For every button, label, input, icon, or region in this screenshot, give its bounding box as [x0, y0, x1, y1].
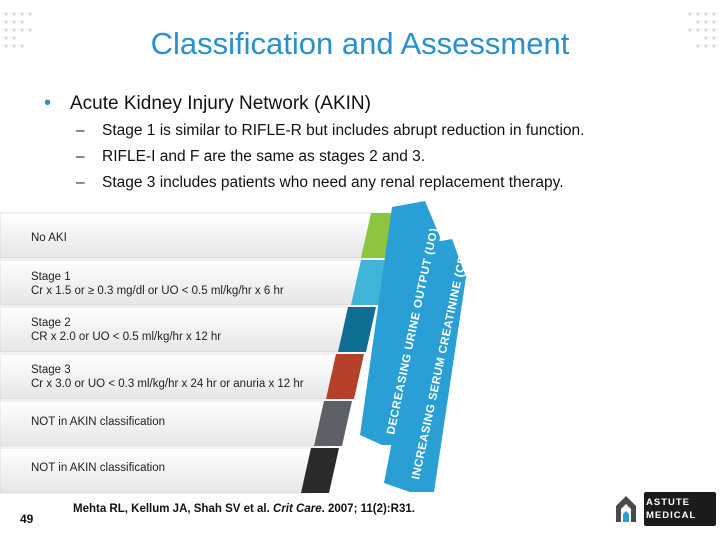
dash-icon: – — [76, 174, 85, 191]
sub-bullet-text: Stage 1 is similar to RIFLE-R but includ… — [102, 122, 585, 139]
stage-name: Stage 2 — [31, 317, 71, 329]
stage-name: NOT in AKIN classification — [31, 416, 166, 428]
decorative-dots-left — [4, 12, 32, 48]
stage-color-tab — [351, 260, 389, 305]
stage-row-label: Stage 2 CR x 2.0 or UO < 0.5 ml/kg/hr x … — [31, 316, 221, 344]
sub-bullet: –RIFLE-I and F are the same as stages 2 … — [76, 148, 425, 166]
main-bullet-text: Acute Kidney Injury Network (AKIN) — [70, 93, 371, 114]
stage-row-band — [0, 306, 351, 353]
serum-creatinine-arrow — [384, 239, 466, 492]
logo-line-1: ASTUTE — [646, 497, 690, 508]
stage-row-band — [0, 353, 339, 400]
stage-row-band — [0, 400, 327, 447]
stage-criteria: Cr x 3.0 or UO < 0.3 ml/kg/hr x 24 hr or… — [31, 378, 304, 390]
logo-line-2: MEDICAL — [646, 510, 697, 521]
stage-name: No AKI — [31, 232, 67, 244]
stage-criteria: Cr x 1.5 or ≥ 0.3 mg/dl or UO < 0.5 ml/k… — [31, 285, 284, 297]
stage-color-tab — [301, 448, 339, 493]
sub-bullet: –Stage 1 is similar to RIFLE-R but inclu… — [76, 122, 584, 140]
page-number: 49 — [20, 512, 34, 526]
sub-bullet: –Stage 3 includes patients who need any … — [76, 174, 564, 192]
dash-icon: – — [76, 148, 85, 165]
stage-name: Stage 1 — [31, 271, 71, 283]
main-bullet: • Acute Kidney Injury Network (AKIN) — [44, 92, 371, 115]
logo-text: ASTUTE MEDICAL — [646, 496, 696, 522]
stage-row-band — [0, 212, 374, 259]
stage-row-label: Stage 3 Cr x 3.0 or UO < 0.3 ml/kg/hr x … — [31, 363, 304, 391]
urine-output-arrow — [360, 201, 440, 445]
stage-color-tab — [314, 401, 352, 446]
astute-medical-logo — [616, 492, 716, 526]
stage-color-tab — [338, 307, 376, 352]
citation-authors: Mehta RL, Kellum JA, Shah SV et al. — [73, 503, 274, 515]
stage-row-label: NOT in AKIN classification — [31, 461, 165, 475]
sub-bullet-text: Stage 3 includes patients who need any r… — [102, 174, 564, 191]
stage-color-tab — [326, 354, 364, 399]
sub-bullet-text: RIFLE-I and F are the same as stages 2 a… — [102, 148, 426, 165]
slide-title: Classification and Assessment — [150, 26, 570, 61]
stage-row-band — [0, 259, 364, 306]
stage-row-label: NOT in AKIN classification — [31, 415, 165, 429]
dash-icon: – — [76, 122, 85, 139]
stage-row-band — [0, 447, 314, 494]
citation-details: . 2007; 11(2):R31. — [321, 503, 415, 515]
stage-name: Stage 3 — [31, 364, 71, 376]
citation: Mehta RL, Kellum JA, Shah SV et al. Crit… — [73, 503, 415, 515]
stage-criteria: CR x 2.0 or UO < 0.5 ml/kg/hr x 12 hr — [31, 331, 222, 343]
akin-staging-diagram: DECREASING URINE OUTPUT (UO) INCREASING … — [0, 201, 470, 494]
logo-mark-icon — [616, 496, 636, 522]
bullet-icon: • — [44, 92, 52, 114]
stage-row-label: No AKI — [31, 231, 67, 245]
stage-row-label: Stage 1 Cr x 1.5 or ≥ 0.3 mg/dl or UO < … — [31, 270, 284, 298]
stage-name: NOT in AKIN classification — [31, 462, 166, 474]
decorative-dots-right — [688, 12, 716, 48]
citation-journal: Crit Care — [273, 503, 322, 515]
